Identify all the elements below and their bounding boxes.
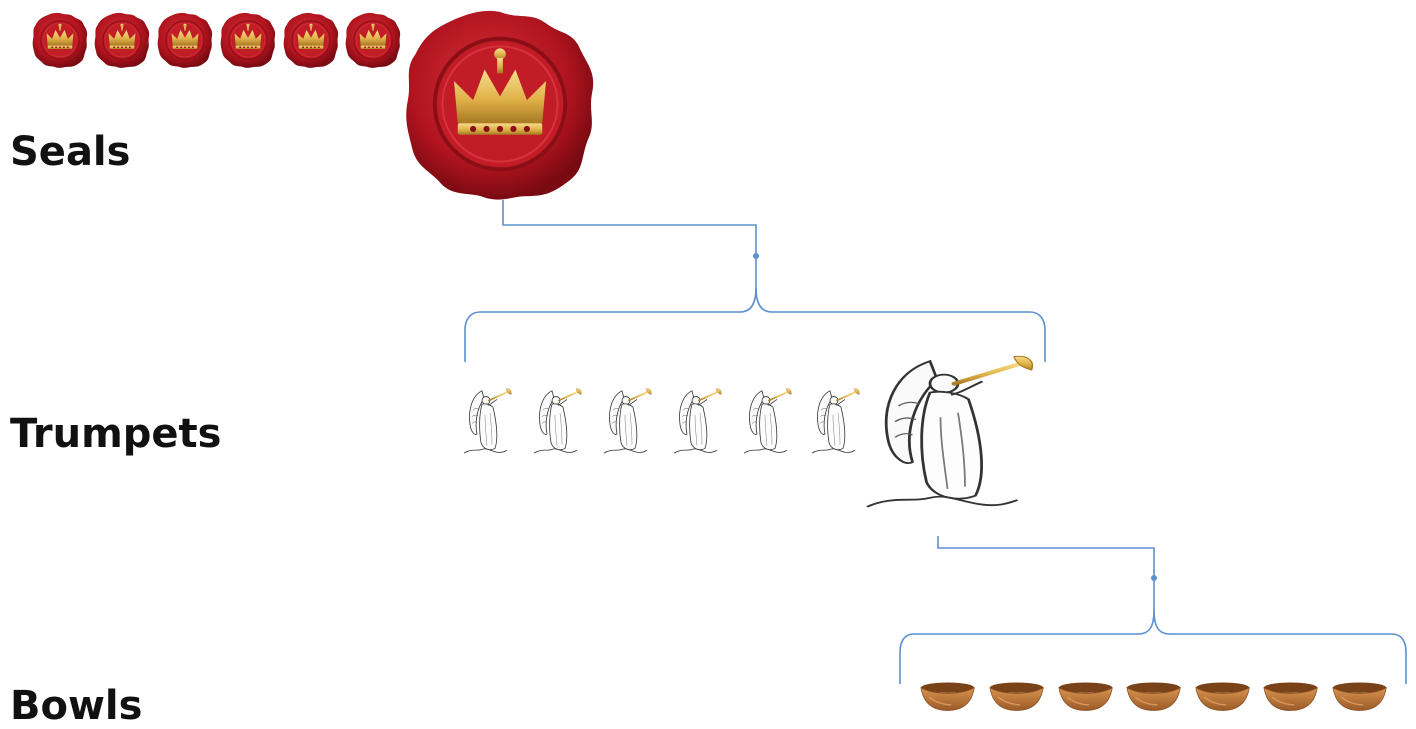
connector-node bbox=[1151, 575, 1157, 581]
bowl-icon bbox=[1196, 682, 1249, 710]
bowl-icon bbox=[1264, 682, 1317, 710]
seals-group bbox=[33, 11, 594, 200]
wax-seal-crown-icon bbox=[158, 13, 213, 68]
bowl-icon bbox=[1059, 682, 1112, 710]
bowl-icon bbox=[990, 682, 1043, 710]
bowl-icon bbox=[1333, 682, 1386, 710]
angel-trumpet-icon bbox=[534, 389, 581, 454]
wax-seal-crown-icon bbox=[33, 13, 88, 68]
bowl-icon bbox=[921, 682, 974, 710]
wax-seal-crown-icon bbox=[346, 13, 401, 68]
connector-node bbox=[753, 253, 759, 259]
wax-seal-crown-icon bbox=[284, 13, 339, 68]
wax-seal-crown-icon bbox=[95, 13, 150, 68]
bowls-group bbox=[921, 682, 1386, 710]
bowl-icon bbox=[1127, 682, 1180, 710]
angel-trumpet-icon bbox=[744, 389, 791, 454]
wax-seal-crown-icon bbox=[221, 13, 276, 68]
angel-trumpet-icon bbox=[812, 389, 859, 454]
seventh-trumpet-icon bbox=[867, 356, 1032, 507]
angel-trumpet-icon bbox=[464, 389, 511, 454]
connector-seals-to-trumpets bbox=[465, 200, 1045, 362]
seventh-seal-icon bbox=[406, 11, 593, 200]
angel-trumpet-icon bbox=[604, 389, 651, 454]
connector-trumpets-to-bowls bbox=[900, 536, 1406, 684]
trumpets-group bbox=[464, 356, 1032, 507]
angel-trumpet-icon bbox=[674, 389, 721, 454]
